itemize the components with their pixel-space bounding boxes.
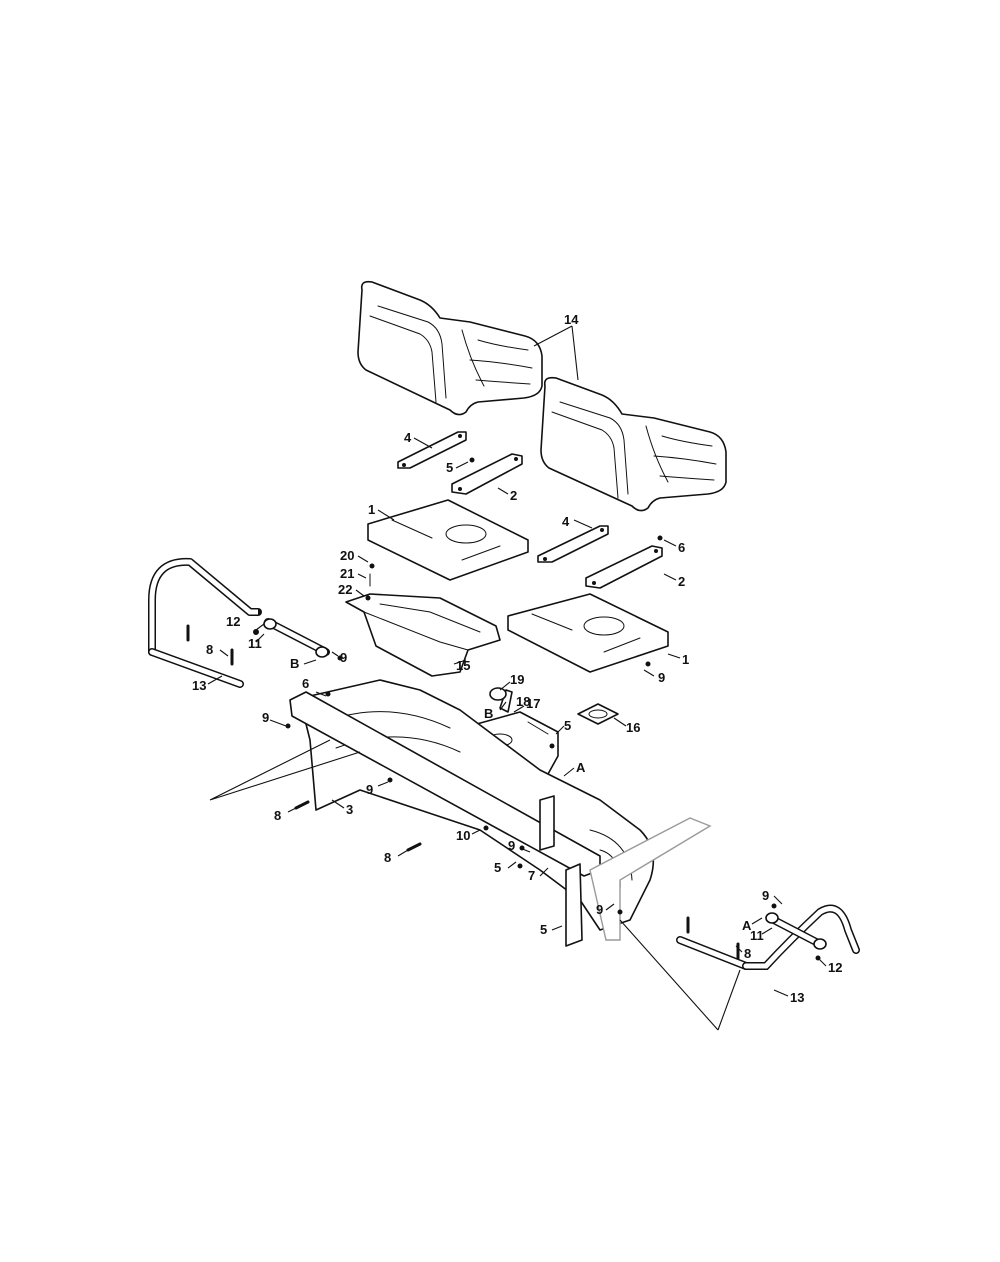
callout-13-right: 13 <box>790 990 804 1005</box>
callout-17: 17 <box>526 696 540 711</box>
callout-14: 14 <box>564 312 579 327</box>
callout-4-right: 4 <box>562 514 570 529</box>
callout-8-left: 8 <box>206 642 213 657</box>
callout-A-frame: A <box>576 760 586 775</box>
callout-9-right: 9 <box>762 888 769 903</box>
bracket-4-left <box>397 431 467 469</box>
gasket-16 <box>577 703 619 725</box>
callout-11-right: 11 <box>750 928 764 943</box>
seat-left <box>357 280 543 416</box>
callout-B-left: B <box>290 656 299 671</box>
storage-tray <box>345 593 501 677</box>
callout-1: 1 <box>368 502 375 517</box>
callout-6-frame: 6 <box>302 676 309 691</box>
callout-18: 18 <box>516 694 530 709</box>
callout-9-mid: 9 <box>366 782 373 797</box>
callout-8-mid: 8 <box>384 850 391 865</box>
callout-12-left: 12 <box>226 614 240 629</box>
callout-7: 7 <box>528 868 535 883</box>
callout-11-left: 11 <box>248 636 262 651</box>
callout-9-rear: 9 <box>596 902 603 917</box>
callout-9-left: 9 <box>340 650 347 665</box>
bracket-4-right <box>537 525 609 563</box>
callout-15: 15 <box>456 658 470 673</box>
callout-2: 2 <box>510 488 517 503</box>
callout-10: 10 <box>456 828 470 843</box>
callout-5: 5 <box>446 460 453 475</box>
leader-lines <box>207 325 827 1031</box>
bracket-2-left <box>451 453 523 495</box>
callout-19: 19 <box>510 672 524 687</box>
callout-13-left: 13 <box>192 678 206 693</box>
bolts-8 <box>186 624 740 960</box>
callout-21: 21 <box>340 566 354 581</box>
callout-8-frame: 8 <box>274 808 281 823</box>
seat-pan-right <box>507 593 669 673</box>
callout-8-right: 8 <box>744 946 751 961</box>
callout-16: 16 <box>626 720 640 735</box>
callout-2-right: 2 <box>678 574 685 589</box>
callout-5-console: 5 <box>564 718 571 733</box>
seat-right <box>540 376 727 512</box>
callout-5-rear: 5 <box>540 922 547 937</box>
callout-20: 20 <box>340 548 354 563</box>
callout-6: 6 <box>678 540 685 555</box>
callout-22: 22 <box>338 582 352 597</box>
rops-bar-right <box>676 904 860 970</box>
callout-3: 3 <box>346 802 353 817</box>
callout-1-right: 1 <box>682 652 689 667</box>
callout-B-console: B <box>484 706 493 721</box>
screws-20-21-22 <box>365 563 375 601</box>
callout-A-right: A <box>742 918 752 933</box>
support-bracket-7 <box>539 795 583 947</box>
callout-12-right: 12 <box>828 960 842 975</box>
rops-bar-left <box>148 557 330 688</box>
callout-9-lower: 9 <box>508 838 515 853</box>
callout-labels: 14 4 5 2 1 4 6 2 20 21 22 15 1 9 12 11 8… <box>192 312 842 1005</box>
callout-9-pan: 9 <box>658 670 665 685</box>
seat-pan-left <box>367 499 529 581</box>
callout-4: 4 <box>404 430 412 445</box>
callout-9-frame: 9 <box>262 710 269 725</box>
callout-5-lower: 5 <box>494 860 501 875</box>
bracket-2-right <box>585 545 663 589</box>
